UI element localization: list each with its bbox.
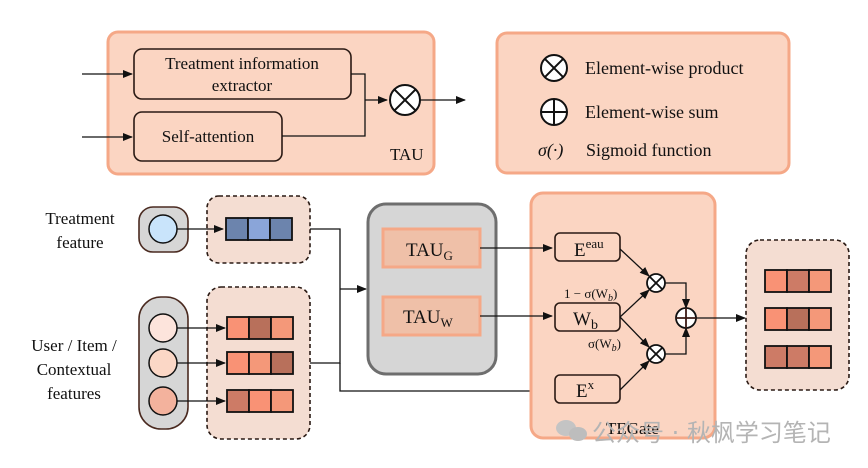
output-embedding-cell xyxy=(764,307,788,331)
context-embedding-cell xyxy=(226,389,250,413)
e-eau-label: Eeau xyxy=(574,236,604,261)
tegate-panel: Eeau Wb Ex 1 − σ(Wb) σ(Wb) TEGate xyxy=(480,191,717,440)
user-embedding-cell xyxy=(248,316,272,340)
sum-icon xyxy=(675,307,697,329)
output-embedding-cell xyxy=(808,307,832,331)
output-embedding-cell xyxy=(808,345,832,369)
product-icon xyxy=(389,84,421,116)
w-b-label: Wb xyxy=(573,309,598,333)
treatment-embedding-cell xyxy=(225,217,249,241)
item-embedding-cell xyxy=(248,351,272,375)
sigmoid-legend-label: Sigmoid function xyxy=(586,140,712,160)
context-embedding-cell xyxy=(248,389,272,413)
user-node xyxy=(148,313,178,343)
tegate-title: TEGate xyxy=(606,419,659,438)
self-attention-label: Self-attention xyxy=(162,127,255,146)
product-icon xyxy=(540,54,568,82)
tau-title: TAU xyxy=(390,145,424,164)
treatment-extractor-label-1: Treatment information xyxy=(165,54,319,73)
treatment-embedding xyxy=(225,217,293,241)
treatment-embedding-cell xyxy=(247,217,271,241)
item-embedding-cell xyxy=(226,351,250,375)
treatment-embedding-cell xyxy=(269,217,293,241)
e-eau-box xyxy=(554,232,621,262)
user-features-label-1: User / Item / xyxy=(31,336,117,355)
tau-w-label: TAUW xyxy=(403,307,454,330)
user-embedding-cell xyxy=(226,316,250,340)
output-embedding-cell xyxy=(808,269,832,293)
user-features-label-2: Contextual xyxy=(37,360,112,379)
one-minus-sigma-label: 1 − σ(Wb) xyxy=(564,286,617,304)
tau-g-label: TAUG xyxy=(406,240,453,263)
wechat-icon xyxy=(556,420,587,441)
output-embedding-cell xyxy=(786,345,810,369)
output-embedding-cell xyxy=(764,345,788,369)
treatment-extractor-label-2: extractor xyxy=(212,76,273,95)
output-embedding-cell xyxy=(786,269,810,293)
item-node xyxy=(148,348,178,378)
tau-legend-panel: Treatment information extractor Self-att… xyxy=(82,30,466,176)
user-feature-nodes xyxy=(138,296,189,430)
product-icon-top xyxy=(646,273,666,293)
context-embedding-cell xyxy=(270,389,294,413)
user-features-label-3: features xyxy=(47,384,101,403)
treatment-feature-label-2: feature xyxy=(56,233,103,252)
sum-legend-label: Element-wise sum xyxy=(585,102,718,122)
symbols-legend-panel: Element-wise product Element-wise sum σ(… xyxy=(495,31,791,175)
watermark-text: 公众号 · 秋枫学习笔记 xyxy=(592,419,831,447)
treatment-feature-node xyxy=(138,206,189,253)
output-embedding-cell xyxy=(786,307,810,331)
watermark: 公众号 · 秋枫学习笔记 xyxy=(556,419,831,447)
tau-w-box xyxy=(381,295,482,337)
context-node xyxy=(148,386,178,416)
item-embedding-cell xyxy=(270,351,294,375)
user-embedding-cell xyxy=(270,316,294,340)
product-legend-label: Element-wise product xyxy=(585,58,743,78)
sigmoid-symbol: σ(·) xyxy=(538,140,563,161)
sum-icon xyxy=(540,98,568,126)
product-icon-bottom xyxy=(646,344,666,364)
output-embedding-cell xyxy=(764,269,788,293)
output-embeddings xyxy=(764,269,832,369)
e-x-label: Ex xyxy=(576,377,595,402)
user-embeddings xyxy=(226,316,294,413)
sigma-label: σ(Wb) xyxy=(588,336,621,354)
e-x-box xyxy=(554,374,621,404)
tau-block: TAUG TAUW xyxy=(366,202,498,376)
treatment-feature-label-1: Treatment xyxy=(45,209,115,228)
